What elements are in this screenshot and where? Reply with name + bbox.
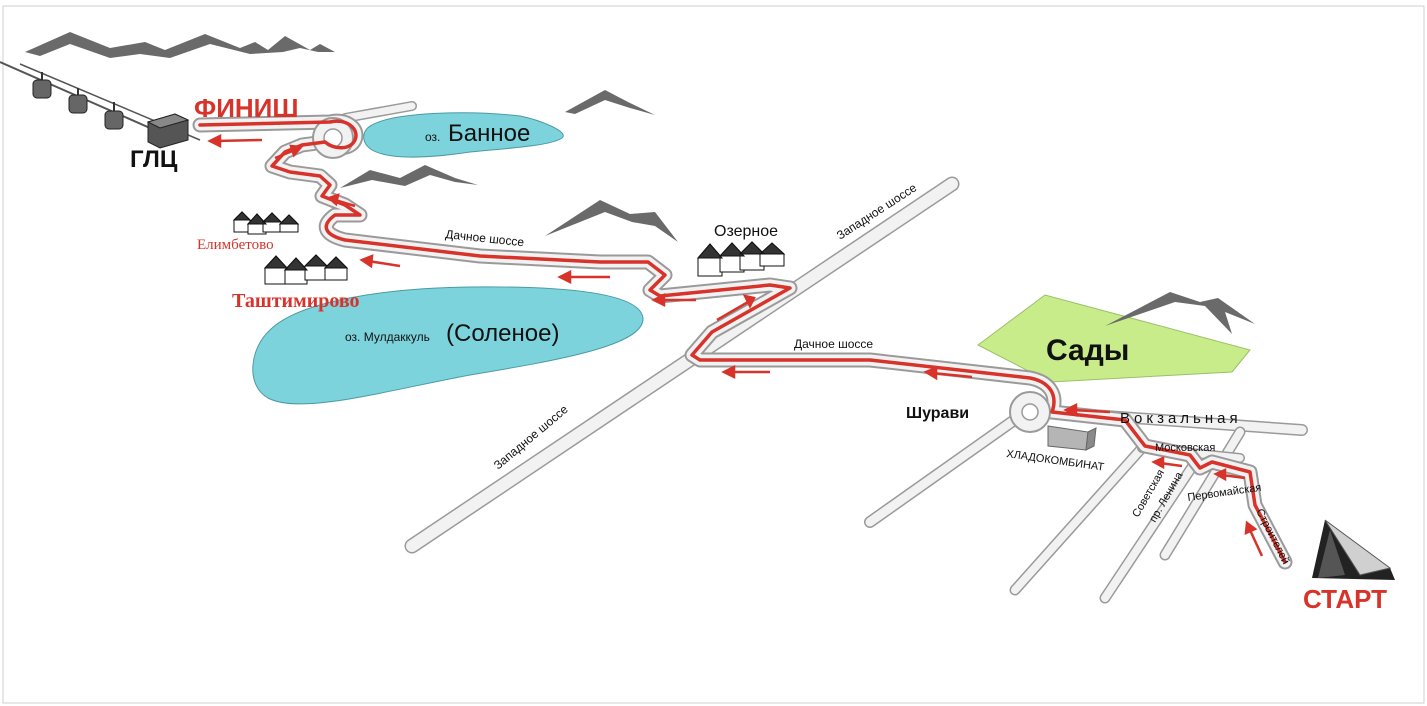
mountain-icon bbox=[25, 32, 335, 58]
race-route bbox=[198, 119, 1287, 564]
village-ozernoe-label: Озерное bbox=[714, 223, 778, 240]
road-dachnoe-label-2: Дачное шоссе bbox=[794, 337, 873, 351]
arrow-left-icon bbox=[721, 364, 770, 380]
arrow-left-icon bbox=[1151, 456, 1183, 470]
sady-label: Сады bbox=[1046, 334, 1129, 367]
arrow-left-icon bbox=[716, 294, 756, 322]
arrow-left-icon bbox=[207, 133, 263, 149]
arrow-left-icon bbox=[923, 366, 973, 381]
arrow-left-icon bbox=[274, 144, 304, 160]
shuravi-label: Шурави bbox=[906, 405, 969, 422]
lake-muldakkul bbox=[252, 286, 644, 405]
arrow-left-icon bbox=[1213, 468, 1246, 482]
village-houses-icon bbox=[232, 211, 300, 235]
lake-muldakkul-prefix: оз. Мулдаккуль bbox=[345, 330, 430, 344]
village-houses-icon bbox=[696, 241, 786, 277]
mountain-icon bbox=[1105, 292, 1255, 334]
arrow-left-icon bbox=[651, 292, 696, 308]
arrow-left-icon bbox=[1063, 402, 1111, 418]
ski-jump-icon bbox=[1312, 519, 1395, 580]
arrow-left-icon bbox=[1244, 520, 1264, 557]
arrow-left-icon bbox=[359, 254, 401, 269]
arrow-left-icon bbox=[326, 193, 356, 208]
mountain-icon bbox=[340, 165, 478, 188]
finish-label: ФИНИШ bbox=[194, 93, 298, 123]
lake-bannoe-prefix: оз. bbox=[425, 130, 440, 144]
street-moskovskaya-label: Московская bbox=[1155, 442, 1215, 454]
building-icon bbox=[146, 113, 190, 149]
village-houses-icon bbox=[263, 254, 349, 285]
lake-bannoe bbox=[363, 112, 564, 158]
village-tashtimirovo-label: Таштимирово bbox=[232, 290, 360, 312]
mountain-icon bbox=[545, 200, 678, 242]
lake-muldakkul-name: (Соленое) bbox=[446, 320, 559, 347]
mountain-icon bbox=[565, 90, 655, 115]
start-label: СТАРТ bbox=[1303, 584, 1387, 614]
glc-label: ГЛЦ bbox=[130, 146, 178, 173]
village-elimbetovo-label: Елимбетово bbox=[197, 237, 274, 253]
building-icon bbox=[1047, 425, 1097, 451]
arrow-left-icon bbox=[557, 269, 610, 285]
street-vokzalnaya-label: Вокзальная bbox=[1120, 410, 1242, 427]
lake-bannoe-name: Банное bbox=[448, 120, 530, 147]
